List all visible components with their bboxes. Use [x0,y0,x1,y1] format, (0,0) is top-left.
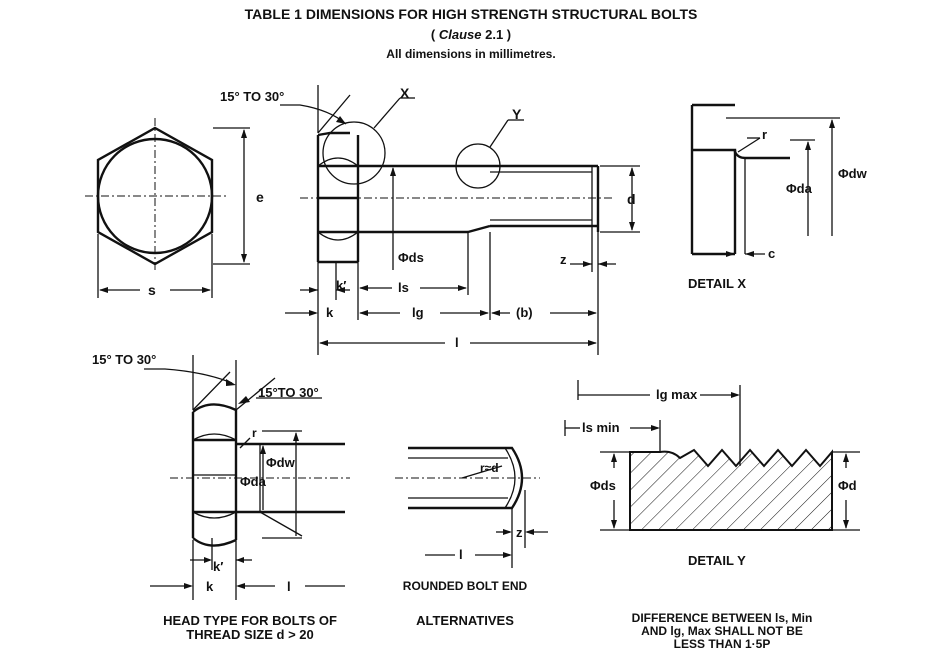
detail-y-note-line2: AND lg, Max SHALL NOT BE [641,624,803,638]
detail-y-lg-max-label: lg max [656,387,698,402]
bolt-side-view [280,85,640,355]
dim-ds-label: Φds [398,250,424,265]
detail-x-da-label: Φda [786,181,812,196]
detail-y-note-line1: DIFFERENCE BETWEEN ls, Min [631,611,813,625]
detail-y-d-label: Φd [838,478,857,493]
table-title: TABLE 1 DIMENSIONS FOR HIGH STRENGTH STR… [244,6,698,22]
dim-b-label: (b) [516,305,533,320]
radius-leader [461,465,503,479]
dim-z-label: z [560,252,567,267]
dim-k-label: k [326,305,334,320]
head-dw-label: Φdw [266,455,295,470]
dim-k-prime-label: k′ [336,278,347,293]
dim-l-label: l [455,335,459,350]
detail-x-circle [322,121,386,185]
detail-y-drawing [564,380,860,531]
clause-reference: ( Clause 2.1 ) [431,28,511,41]
dim-d-label: d [627,191,636,207]
detail-y-marker: Y [512,106,522,122]
head-caption-line1: HEAD TYPE FOR BOLTS OF [163,613,337,628]
head-r-label: r [252,426,257,440]
detail-x-r-label: r [762,127,768,142]
hex-head-end-view [85,118,250,298]
alternatives-caption: ALTERNATIVES [416,613,514,628]
detail-y-ls-min-label: ls min [582,420,620,435]
head-caption-line2: THREAD SIZE d > 20 [186,627,314,642]
detail-x-caption: DETAIL X [688,276,747,291]
rounded-end-z-label: z [516,525,523,540]
dim-ls-label: ls [398,280,409,295]
rounded-end-radius-label: r≈d [480,461,499,475]
head-angle-label-2: 15°TO 30° [258,385,319,400]
detail-x-marker: X [400,85,410,101]
detail-y-ds-label: Φds [590,478,616,493]
angle-label-1: 15° TO 30° [220,89,285,104]
head-k-prime-label: k′ [213,559,224,574]
dim-s-label: s [148,282,156,298]
rounded-end-label: ROUNDED BOLT END [402,579,528,593]
detail-x-drawing [690,103,840,257]
dim-e-label: e [256,189,264,205]
rounded-end-drawing [395,446,548,568]
detail-y-note-line3: LESS THAN 1·5P [673,637,771,651]
head-l-label: l [287,579,291,594]
detail-x-dw-label: Φdw [838,166,867,181]
detail-y-circle [455,143,501,189]
head-k-label: k [206,579,214,594]
dim-lg-label: lg [412,305,424,320]
detail-y-caption: DETAIL Y [688,553,746,568]
heavy-head-drawing [144,355,350,600]
head-da-label: Φda [240,474,266,489]
units-note: All dimensions in millimetres. [386,47,556,61]
clause-open: ( [430,27,439,42]
clause-word: Clause [438,27,482,42]
clause-number: 2.1 ) [481,27,512,42]
detail-x-c-label: c [768,246,776,261]
head-angle-label-1: 15° TO 30° [92,352,157,367]
rounded-end-l-label: l [459,547,463,562]
